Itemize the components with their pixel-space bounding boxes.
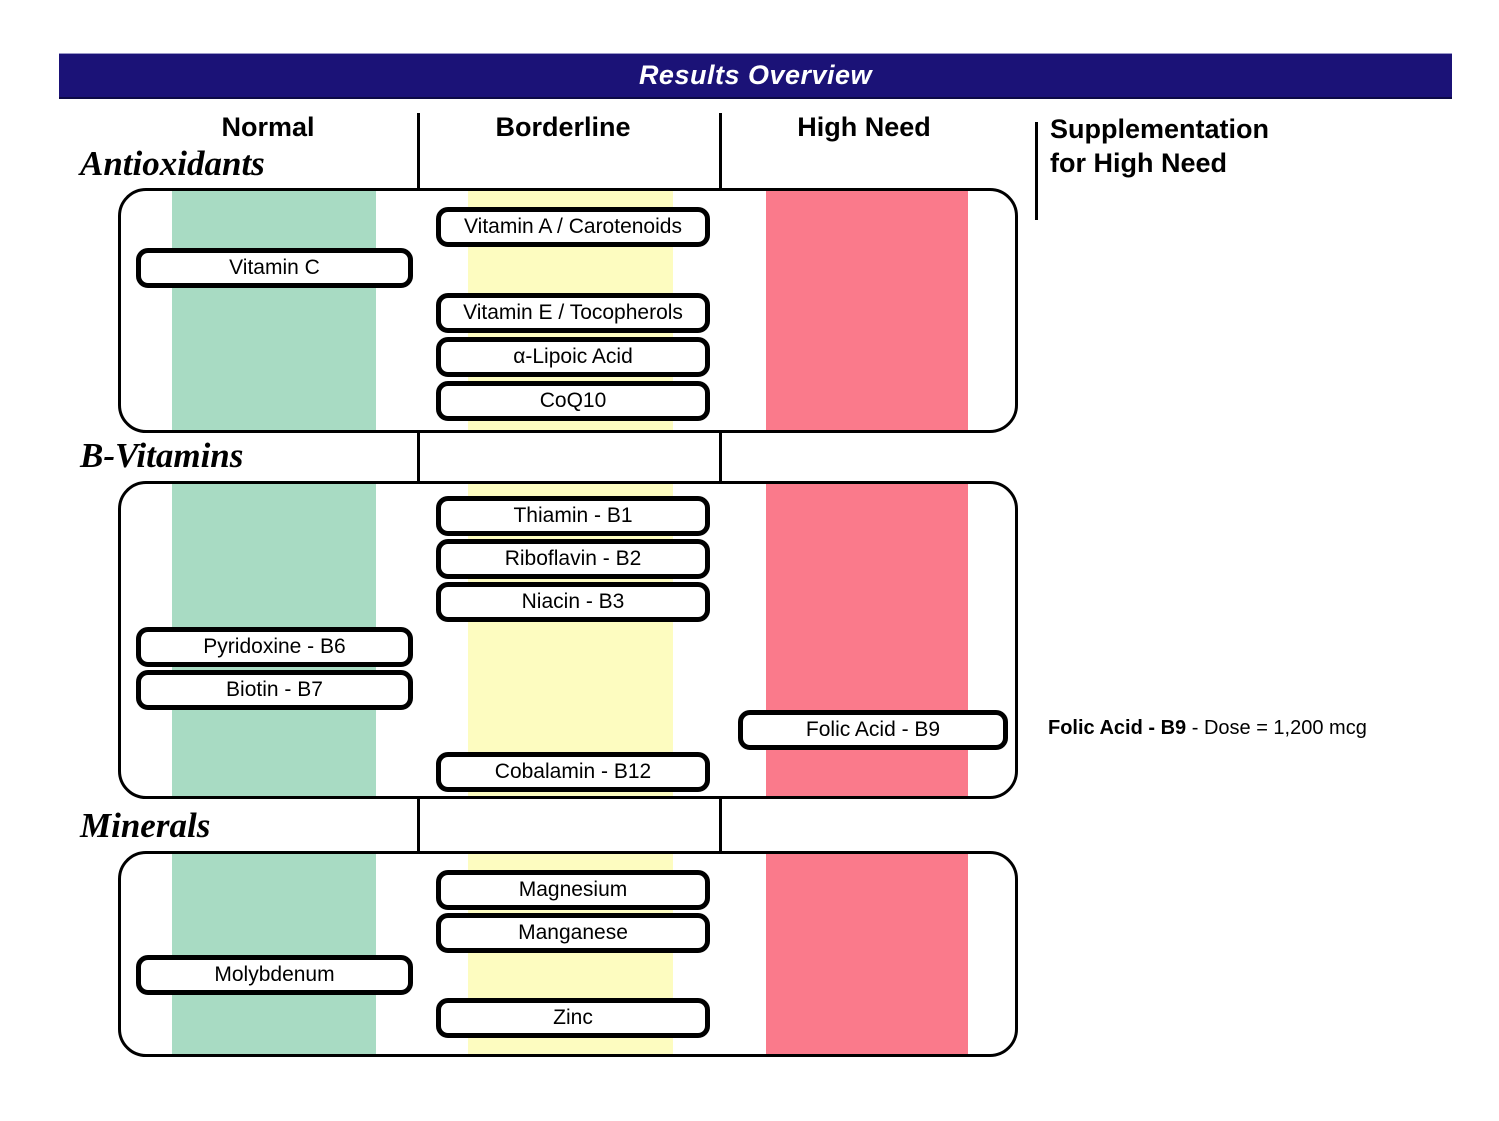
- nutrient-pill: Manganese: [436, 913, 710, 953]
- supplementation-note-detail: - Dose = 1,200 mcg: [1186, 717, 1367, 739]
- nutrient-pill: CoQ10: [436, 381, 710, 421]
- high-need-band: [766, 854, 968, 1054]
- normal-band: [172, 854, 376, 1054]
- column-divider: [417, 433, 420, 481]
- nutrient-pill: Molybdenum: [136, 955, 413, 995]
- nutrient-pill: Folic Acid - B9: [738, 710, 1008, 750]
- column-divider: [1035, 122, 1038, 220]
- page-title: Results Overview: [638, 60, 873, 90]
- column-divider: [719, 433, 722, 481]
- supplementation-header-line2: for High Need: [1050, 148, 1228, 178]
- section-label-antioxidants: Antioxidants: [80, 144, 265, 183]
- borderline-band: [468, 484, 673, 796]
- column-divider: [417, 799, 420, 851]
- nutrient-pill: Thiamin - B1: [436, 496, 710, 536]
- supplementation-note-nutrient: Folic Acid - B9: [1048, 717, 1187, 739]
- nutrient-pill: Zinc: [436, 998, 710, 1038]
- normal-band: [172, 191, 376, 430]
- nutrient-pill: Vitamin E / Tocopherols: [436, 293, 710, 333]
- nutrient-pill: Biotin - B7: [136, 670, 413, 710]
- supplementation-header-line1: Supplementation: [1050, 114, 1270, 144]
- section-label-minerals: Minerals: [80, 806, 211, 845]
- nutrient-pill: Magnesium: [436, 870, 710, 910]
- column-header-borderline: Borderline: [495, 112, 631, 142]
- nutrient-pill: Cobalamin - B12: [436, 752, 710, 792]
- nutrient-pill: Vitamin A / Carotenoids: [436, 207, 710, 247]
- column-divider: [417, 113, 420, 188]
- column-divider: [719, 113, 722, 188]
- title-bar: Results Overview: [59, 53, 1452, 99]
- column-header-normal: Normal: [221, 112, 315, 142]
- nutrient-pill: α-Lipoic Acid: [436, 337, 710, 377]
- column-header-high-need: High Need: [797, 112, 931, 142]
- high-need-band: [766, 191, 968, 430]
- supplementation-header: Supplementation for High Need: [1050, 112, 1269, 180]
- section-panel-minerals: Magnesium Manganese Molybdenum Zinc: [118, 851, 1018, 1057]
- column-divider: [719, 799, 722, 851]
- nutrient-pill: Riboflavin - B2: [436, 539, 710, 579]
- nutrient-pill: Pyridoxine - B6: [136, 627, 413, 667]
- section-panel-antioxidants: Vitamin A / Carotenoids Vitamin C Vitami…: [118, 188, 1018, 433]
- section-label-b-vitamins: B-Vitamins: [80, 436, 244, 475]
- nutrient-pill: Vitamin C: [136, 248, 413, 288]
- section-panel-b-vitamins: Thiamin - B1 Riboflavin - B2 Niacin - B3…: [118, 481, 1018, 799]
- nutrient-pill: Niacin - B3: [436, 582, 710, 622]
- supplementation-note: Folic Acid - B9 - Dose = 1,200 mcg: [1048, 717, 1367, 740]
